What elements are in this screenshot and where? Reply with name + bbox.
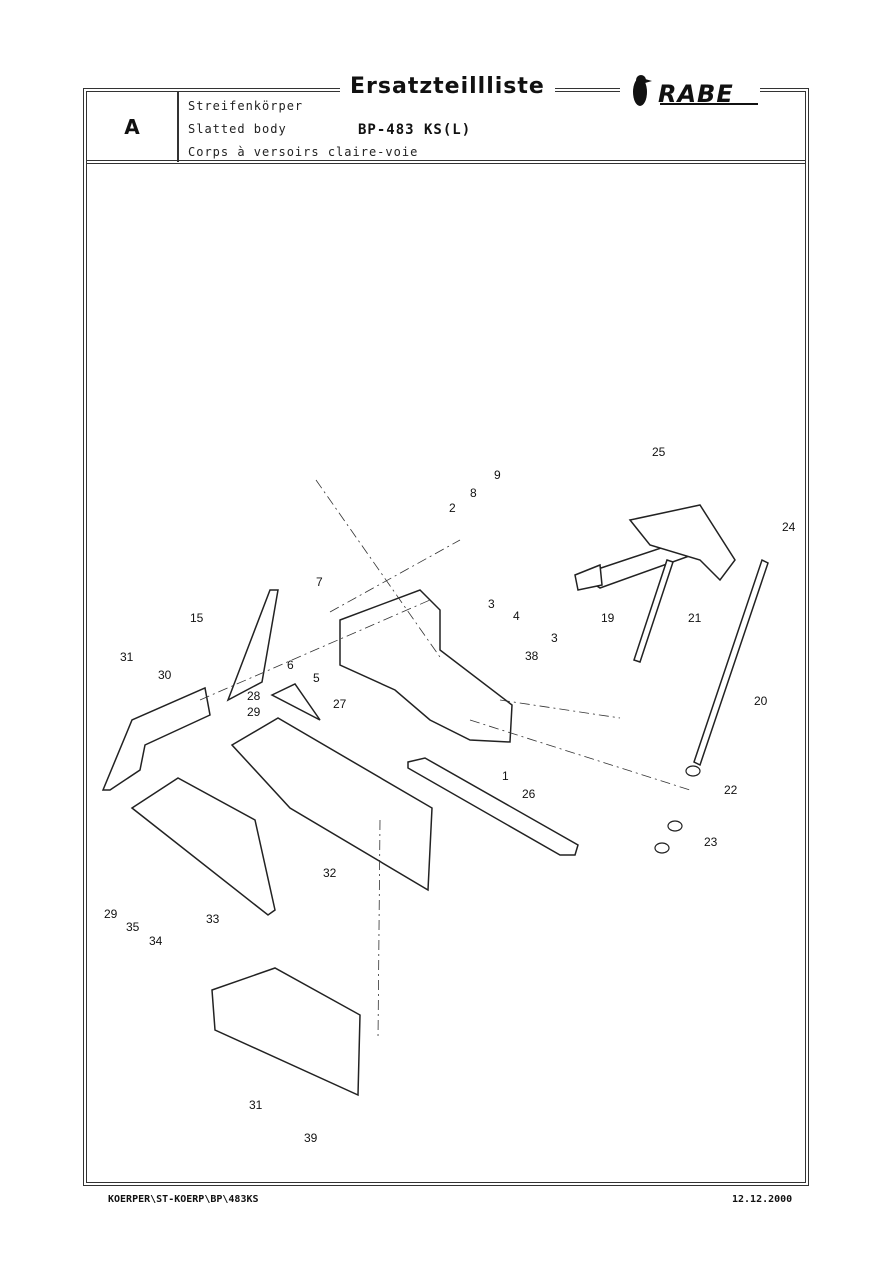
label-39: 39 [304, 1131, 318, 1145]
plate-30 [101, 686, 211, 791]
label-21: 21 [688, 611, 702, 625]
subtitle-en: Slatted body [188, 122, 287, 136]
label-38: 38 [525, 649, 539, 663]
label-7: 7 [316, 575, 323, 589]
share-15 [226, 589, 279, 702]
bar-26 [407, 757, 579, 856]
label-2: 2 [449, 501, 456, 515]
label-34: 34 [149, 934, 163, 948]
label-9: 9 [494, 468, 501, 482]
label-3b: 3 [551, 631, 558, 645]
label-6: 6 [287, 658, 294, 672]
label-24: 24 [782, 520, 796, 534]
label-1: 1 [502, 769, 509, 783]
subtitle-de: Streifenkörper [188, 99, 304, 113]
label-32: 32 [323, 866, 337, 880]
label-3a: 3 [488, 597, 495, 611]
assembly-lines [199, 479, 691, 1041]
label-22: 22 [724, 783, 738, 797]
label-4: 4 [513, 609, 520, 623]
page-title: Ersatzteillliste [340, 74, 555, 99]
label-33: 33 [206, 912, 220, 926]
footer-path: KOERPER\ST-KOERP\BP\483KS [108, 1194, 259, 1205]
nuts-22-23 [654, 765, 701, 854]
footer-date: 12.12.2000 [732, 1194, 793, 1205]
label-31a: 31 [120, 650, 134, 664]
plate-33 [130, 777, 276, 916]
rod-20 [693, 558, 769, 767]
label-23: 23 [704, 835, 718, 849]
label-5: 5 [313, 671, 320, 685]
label-29b: 29 [104, 907, 118, 921]
label-29a: 29 [247, 705, 261, 719]
label-20: 20 [754, 694, 768, 708]
label-27: 27 [333, 697, 347, 711]
body-1 [339, 589, 513, 743]
label-35: 35 [126, 920, 140, 934]
frame-19 [574, 504, 736, 591]
label-31b: 31 [249, 1098, 263, 1112]
part-number-labels: 1 2 3 3 4 5 6 7 8 9 15 19 20 21 22 23 24… [104, 445, 796, 1145]
bird-icon [633, 75, 758, 106]
rod-21 [633, 559, 674, 663]
point-28 [270, 683, 321, 721]
label-8: 8 [470, 486, 477, 500]
section-letter: A [87, 92, 179, 162]
label-30: 30 [158, 668, 172, 682]
rabe-logo [620, 70, 760, 120]
label-19: 19 [601, 611, 615, 625]
header-band [87, 92, 805, 164]
logo-text: RABE [658, 80, 734, 108]
label-15: 15 [190, 611, 204, 625]
label-26: 26 [522, 787, 536, 801]
label-28: 28 [247, 689, 261, 703]
model-number: BP-483 KS(L) [358, 122, 472, 138]
label-25: 25 [652, 445, 666, 459]
plate-32 [230, 717, 433, 892]
plate-39 [211, 967, 361, 1097]
subtitle-fr: Corps à versoirs claire-voie [188, 145, 419, 159]
